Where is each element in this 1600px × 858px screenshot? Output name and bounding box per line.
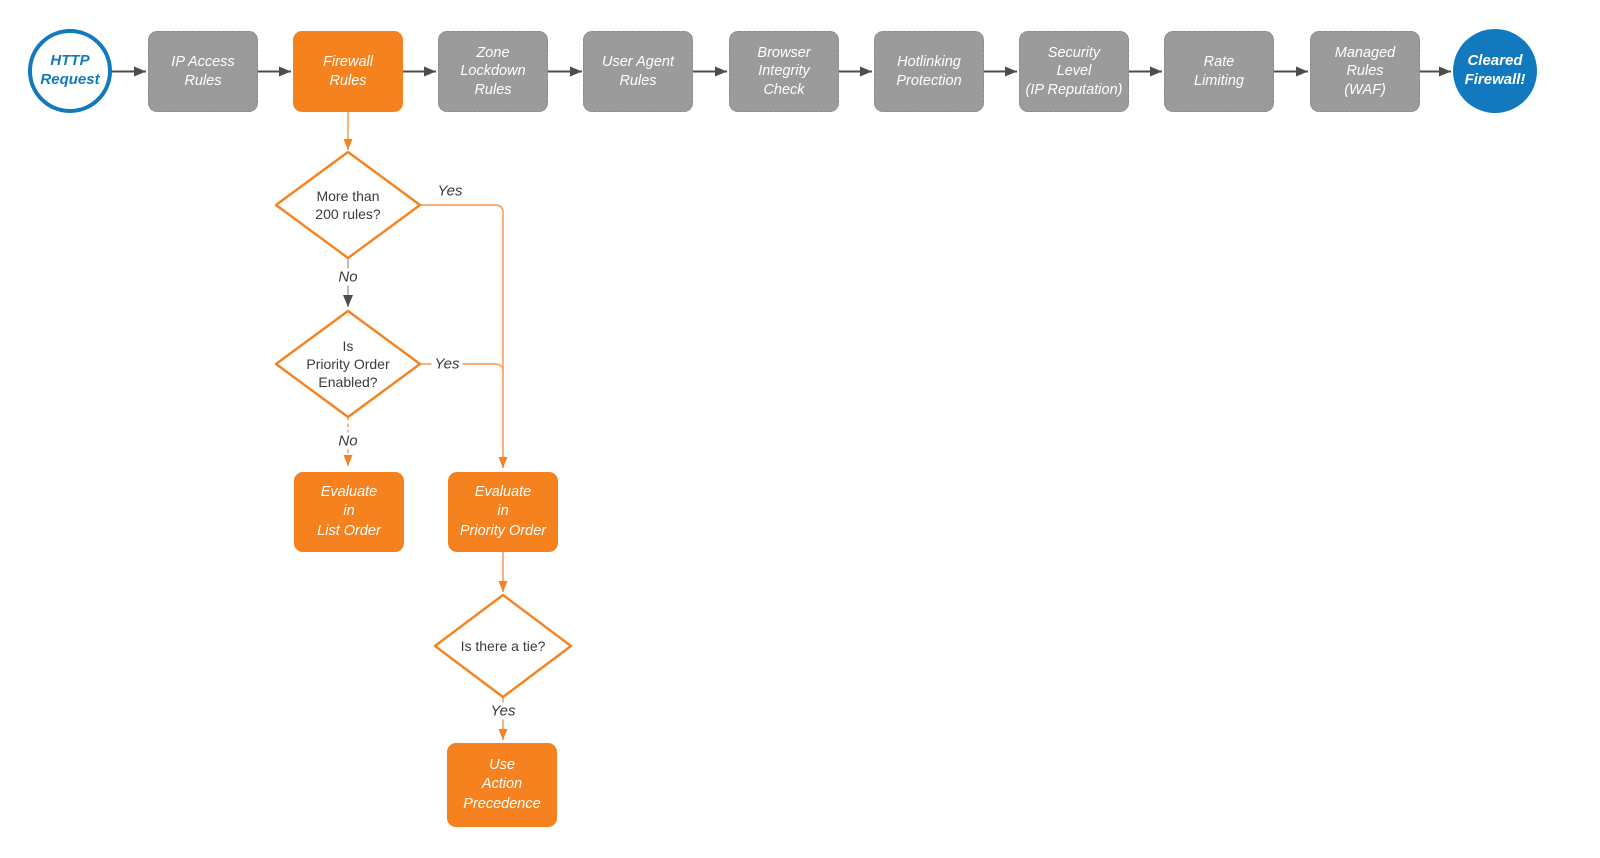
action-use-action-precedence: Use Action Precedence (447, 743, 557, 827)
stage-zone-lockdown-rules: Zone Lockdown Rules (438, 31, 548, 112)
edge-label-no-1: No (335, 268, 361, 286)
edge-label-yes-3: Yes (487, 702, 519, 720)
decision-priority-order-enabled-label: Is Priority Order Enabled? (306, 337, 390, 391)
arrow-decision2-yes (420, 363, 504, 373)
decision-is-there-a-tie-label: Is there a tie? (460, 637, 546, 654)
edge-label-yes-1: Yes (437, 182, 463, 200)
stage-browser-integrity-check: Browser Integrity Check (729, 31, 839, 112)
action-evaluate-list-order: Evaluate in List Order (294, 472, 404, 552)
stage-managed-rules-waf: Managed Rules (WAF) (1310, 31, 1420, 112)
stage-firewall-rules: Firewall Rules (293, 31, 403, 112)
end-cleared-firewall: Cleared Firewall! (1453, 29, 1537, 113)
action-evaluate-priority-order: Evaluate in Priority Order (448, 472, 558, 552)
decision-more-than-200-rules (274, 150, 422, 260)
stage-security-level: Security Level (IP Reputation) (1019, 31, 1129, 112)
decision-more-than-200-rules-label: More than 200 rules? (315, 187, 381, 222)
decision-is-there-a-tie (433, 593, 573, 699)
edge-label-yes-2: Yes (431, 355, 463, 373)
edge-label-no-2: No (335, 432, 361, 450)
stage-user-agent-rules: User Agent Rules (583, 31, 693, 112)
arrow-decision1-yes (420, 204, 508, 468)
decision-priority-order-enabled (274, 309, 422, 419)
stage-rate-limiting: Rate Limiting (1164, 31, 1274, 112)
stage-hotlinking-protection: Hotlinking Protection (874, 31, 984, 112)
start-http-request: HTTP Request (28, 29, 112, 113)
stage-ip-access-rules: IP Access Rules (148, 31, 258, 112)
